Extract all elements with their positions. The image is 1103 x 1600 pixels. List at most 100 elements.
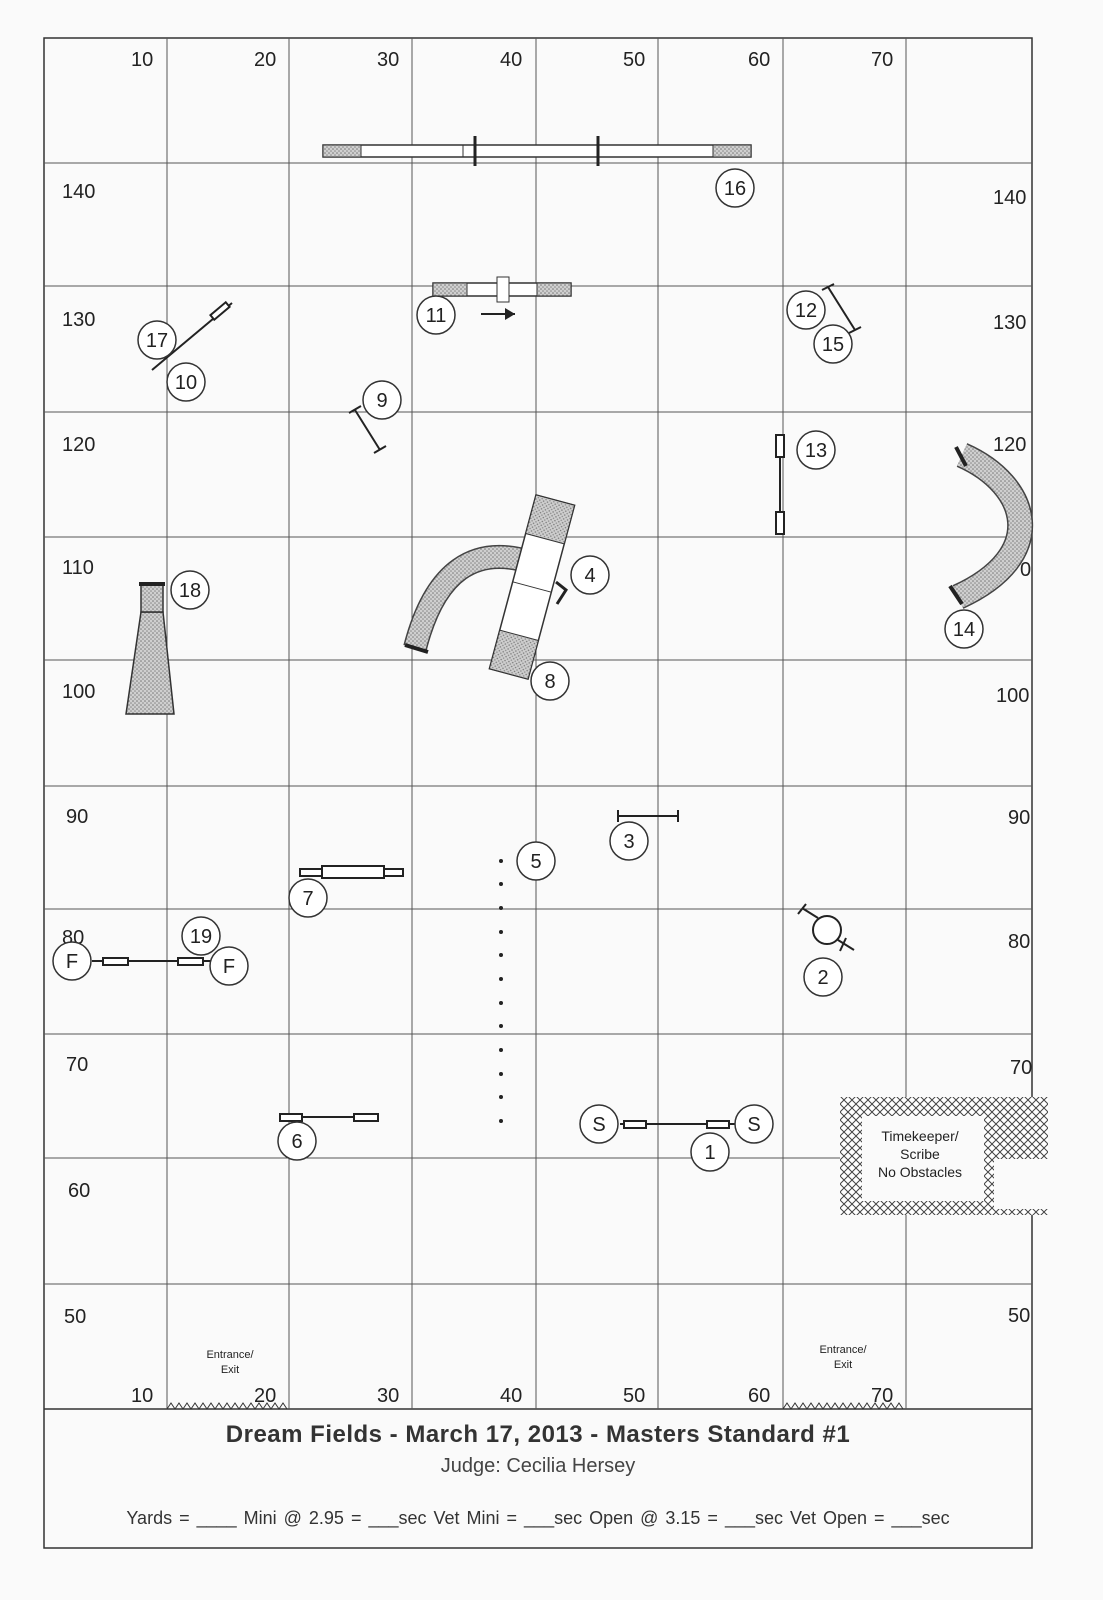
svg-text:12: 12 [795, 300, 817, 322]
bottom-label: 10 [131, 1385, 153, 1407]
obstacle-number-6: 6 [277, 1121, 317, 1161]
jump-13 [775, 434, 785, 535]
svg-text:13: 13 [805, 440, 827, 462]
left-label: 110 [62, 557, 94, 579]
tire-2 [797, 903, 855, 952]
entrance-left-line2: Exit [221, 1364, 239, 1376]
bottom-label: 20 [254, 1385, 276, 1407]
left-label: 140 [62, 181, 95, 203]
svg-text:8: 8 [544, 671, 555, 693]
svg-text:F: F [223, 956, 235, 978]
svg-text:1: 1 [704, 1142, 715, 1164]
grid-lines [44, 38, 1032, 1409]
left-label: 130 [62, 309, 95, 331]
left-label: 90 [66, 806, 88, 828]
start-marker-right: S [734, 1104, 774, 1144]
start-line [620, 1120, 735, 1129]
svg-text:3: 3 [623, 831, 634, 853]
course-title: Dream Fields - March 17, 2013 - Masters … [225, 1421, 851, 1448]
right-label: 100 [996, 685, 1029, 707]
obstacle-number-4: 4 [570, 555, 610, 595]
right-label: 80 [1008, 931, 1030, 953]
svg-text:5: 5 [530, 851, 541, 873]
obstacle-number-10: 10 [166, 362, 206, 402]
entrance-left: Entrance/ Exit [166, 1349, 288, 1410]
svg-text:7: 7 [302, 888, 313, 910]
top-label: 70 [871, 49, 893, 71]
jump-10-17 [151, 300, 233, 371]
chute-18 [125, 582, 175, 715]
svg-text:S: S [747, 1114, 760, 1136]
judge-name: Judge: Cecilia Hersey [440, 1455, 636, 1477]
bottom-label: 30 [377, 1385, 399, 1407]
svg-text:2: 2 [817, 967, 828, 989]
entrance-left-line1: Entrance/ [206, 1349, 254, 1361]
obstacle-number-12: 12 [786, 290, 826, 330]
svg-text:11: 11 [426, 305, 447, 327]
svg-text:9: 9 [376, 390, 387, 412]
svg-text:6: 6 [291, 1131, 302, 1153]
bottom-label: 70 [871, 1385, 893, 1407]
left-label: 50 [64, 1306, 86, 1328]
right-label: 130 [993, 312, 1026, 334]
obstacle-number-9: 9 [362, 380, 402, 420]
finish-marker-right: F [209, 946, 249, 986]
top-label: 20 [254, 49, 276, 71]
right-label: 140 [993, 187, 1026, 209]
jump-7 [299, 865, 404, 879]
svg-text:19: 19 [190, 926, 212, 948]
left-label: 100 [62, 681, 95, 703]
obstacle-number-17: 17 [137, 320, 177, 360]
entrance-right: Entrance/ Exit [782, 1344, 904, 1410]
top-label: 40 [500, 49, 522, 71]
jump-12-15 [821, 283, 862, 334]
finish-marker-left: F [52, 941, 92, 981]
left-label: 70 [66, 1054, 88, 1076]
jump-9 [348, 405, 387, 454]
obstacle-number-18: 18 [170, 570, 210, 610]
left-label: 120 [62, 434, 95, 456]
dogwalk [322, 136, 752, 166]
obstacle-number-15: 15 [813, 324, 853, 364]
top-label: 10 [131, 49, 153, 71]
right-label: 50 [1008, 1305, 1030, 1327]
svg-text:F: F [66, 951, 78, 973]
timekeeper-line2: Scribe [900, 1146, 940, 1162]
obstacle-number-13: 13 [796, 430, 836, 470]
left-label: 60 [68, 1180, 90, 1202]
arrow-icon [505, 308, 515, 320]
right-label: 120 [993, 434, 1026, 456]
right-label: 90 [1008, 807, 1030, 829]
obstacle-number-2: 2 [803, 957, 843, 997]
bottom-label: 40 [500, 1385, 522, 1407]
outer-border [43, 37, 1033, 1549]
obstacle-number-14: 14 [944, 609, 984, 649]
obstacle-number-1: 1 [690, 1132, 730, 1172]
svg-text:14: 14 [953, 619, 975, 641]
footer: Dream Fields - March 17, 2013 - Masters … [44, 1411, 1032, 1546]
obstacle-number-7: 7 [288, 878, 328, 918]
top-label: 30 [377, 49, 399, 71]
top-label: 50 [623, 49, 645, 71]
entrance-right-line1: Entrance/ [819, 1344, 867, 1356]
svg-text:S: S [592, 1114, 605, 1136]
yards-line: Yards = ____ Mini @ 2.95 = ___sec Vet Mi… [126, 1508, 950, 1528]
top-label: 60 [748, 49, 770, 71]
obstacle-number-11: 11 [416, 295, 456, 335]
timekeeper-line1: Timekeeper/ [881, 1128, 958, 1144]
svg-text:17: 17 [146, 330, 168, 352]
obstacle-number-5: 5 [516, 841, 556, 881]
bottom-label: 50 [623, 1385, 645, 1407]
finish-line [92, 957, 215, 966]
obstacle-number-16: 16 [715, 168, 755, 208]
bottom-label: 60 [748, 1385, 770, 1407]
svg-text:16: 16 [724, 178, 746, 200]
start-marker-left: S [579, 1104, 619, 1144]
teeter [432, 276, 572, 320]
obstacle-number-8: 8 [530, 661, 570, 701]
svg-text:15: 15 [822, 334, 844, 356]
obstacle-number-19: 19 [181, 916, 221, 956]
timekeeper-zone: Timekeeper/ Scribe No Obstacles [840, 1097, 1048, 1215]
svg-text:4: 4 [584, 565, 595, 587]
